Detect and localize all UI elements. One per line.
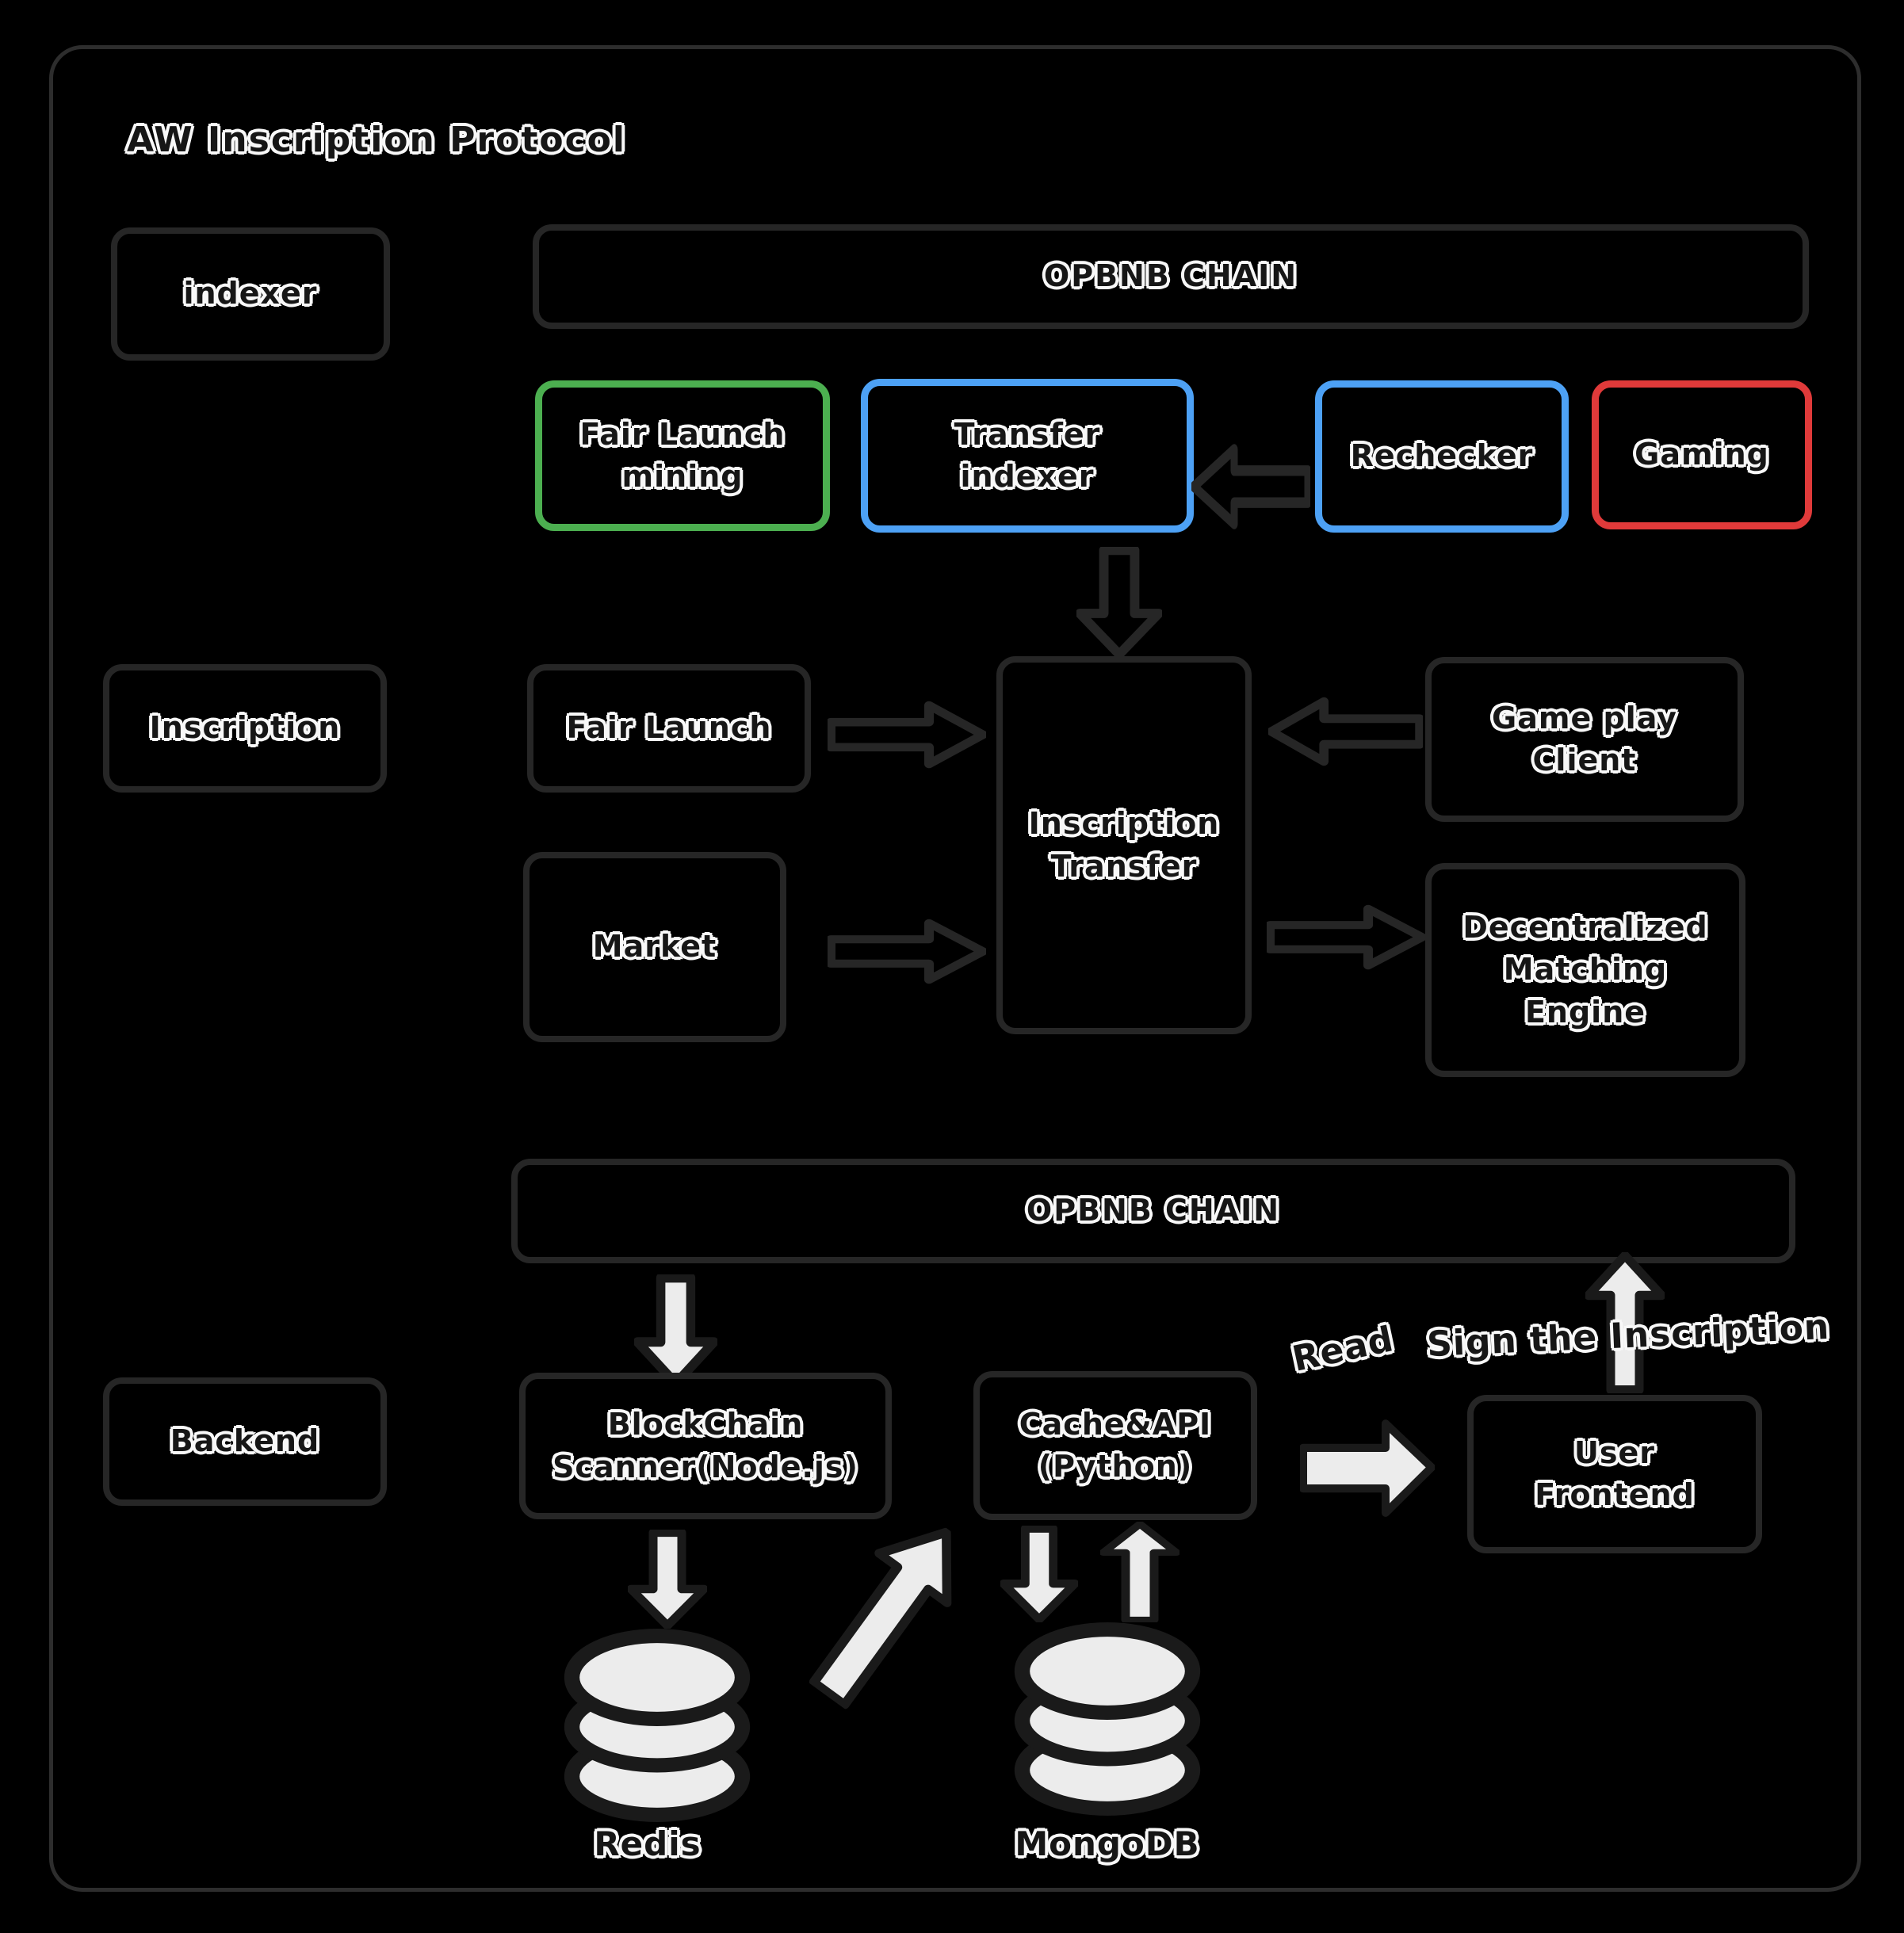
redis-database-icon xyxy=(555,1625,759,1824)
fair-launch-to-inscription-transfer-arrow-icon xyxy=(828,700,986,770)
node-fair-launch-mining-label: Fair Launch mining xyxy=(579,416,786,494)
node-user-frontend: User Frontend xyxy=(1467,1395,1762,1553)
sign-inscription-arrow-icon xyxy=(1585,1252,1665,1393)
node-market: Market xyxy=(523,852,786,1042)
diagram-outer-frame xyxy=(49,45,1861,1892)
node-indexer-layer: indexer xyxy=(111,227,390,361)
node-rechecker-label: Rechecker xyxy=(1350,438,1534,474)
node-blockchain-scanner: BlockChain Scanner(Node.js) xyxy=(519,1373,892,1519)
node-cache-api-label: Cache&API (Python) xyxy=(1019,1406,1212,1484)
node-indexer-layer-label: indexer xyxy=(183,276,318,311)
node-backend-layer-label: Backend xyxy=(170,1423,320,1459)
node-game-play-client-label: Game play Client xyxy=(1492,700,1677,777)
cache-to-frontend-arrow-icon xyxy=(1300,1417,1435,1519)
node-opbnb-chain-top: OPBNB CHAIN xyxy=(533,224,1809,329)
node-inscription-layer: Inscription xyxy=(103,664,387,793)
diagram-title: AW Inscription Protocol xyxy=(127,120,626,160)
cache-to-mongodb-arrow-icon xyxy=(1000,1526,1078,1622)
node-fair-launch-label: Fair Launch xyxy=(566,710,772,746)
node-backend-layer: Backend xyxy=(103,1377,387,1506)
node-market-label: Market xyxy=(592,929,717,965)
node-fair-launch: Fair Launch xyxy=(527,664,811,793)
node-decentralized-matching-engine: Decentralized Matching Engine xyxy=(1425,863,1745,1077)
node-decentralized-matching-engine-label: Decentralized Matching Engine xyxy=(1462,910,1708,1030)
node-transfer-indexer: Transfer indexer xyxy=(861,379,1194,533)
node-opbnb-chain-bottom: OPBNB CHAIN xyxy=(511,1159,1795,1263)
node-gaming-label: Gaming xyxy=(1634,437,1769,472)
mongodb-label: MongoDB xyxy=(1015,1824,1200,1863)
node-user-frontend-label: User Frontend xyxy=(1535,1434,1695,1512)
mongodb-to-cache-arrow-icon xyxy=(1100,1522,1179,1622)
node-cache-api: Cache&API (Python) xyxy=(973,1371,1257,1520)
market-to-inscription-transfer-arrow-icon xyxy=(828,918,986,985)
node-inscription-layer-label: Inscription xyxy=(149,710,341,746)
inscription-transfer-to-matching-engine-arrow-icon xyxy=(1267,903,1425,971)
opbnb-to-scanner-arrow-icon xyxy=(634,1274,717,1387)
node-inscription-transfer-label: Inscription Transfer xyxy=(1028,806,1220,884)
node-transfer-indexer-label: Transfer indexer xyxy=(954,416,1101,494)
node-gaming: Gaming xyxy=(1592,380,1812,529)
scanner-to-redis-arrow-icon xyxy=(628,1530,707,1629)
transfer-indexer-to-inscription-transfer-arrow-icon xyxy=(1076,547,1162,658)
node-fair-launch-mining: Fair Launch mining xyxy=(535,380,830,531)
redis-to-cache-diagonal-arrow-icon xyxy=(789,1502,987,1725)
node-game-play-client: Game play Client xyxy=(1425,657,1744,822)
node-rechecker: Rechecker xyxy=(1315,380,1569,533)
node-blockchain-scanner-label: BlockChain Scanner(Node.js) xyxy=(552,1407,858,1484)
node-opbnb-chain-bottom-label: OPBNB CHAIN xyxy=(1026,1193,1281,1228)
mongodb-database-icon xyxy=(1005,1618,1210,1818)
redis-label: Redis xyxy=(594,1824,702,1863)
rechecker-to-transfer-indexer-arrow-icon xyxy=(1191,442,1310,531)
node-inscription-transfer: Inscription Transfer xyxy=(996,656,1252,1034)
node-opbnb-chain-top-label: OPBNB CHAIN xyxy=(1043,258,1298,294)
game-client-to-inscription-transfer-arrow-icon xyxy=(1268,696,1423,767)
